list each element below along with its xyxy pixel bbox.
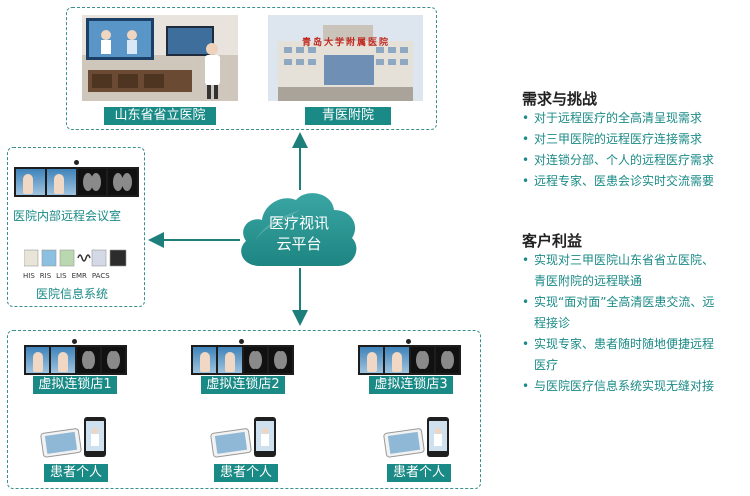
cloud-platform-line2: 云平台: [276, 235, 322, 253]
module-emr: EMR: [71, 272, 87, 280]
benefit-line: 医疗: [534, 358, 559, 372]
hospital2-photo: [268, 15, 423, 101]
camera-icon: [406, 339, 411, 344]
scan-screen: [101, 347, 125, 373]
info-system-label: 医院信息系统: [36, 287, 109, 301]
meeting-room-screens: [14, 167, 139, 197]
hospital1-photo: [82, 15, 238, 101]
challenge-item: 对于远程医疗的全高清呈现需求: [522, 108, 714, 129]
scan-screen: [108, 169, 137, 195]
benefit-line: 与医院医疗信息系统实现无缝对接: [534, 379, 715, 393]
cloud-platform-line1: 医疗视讯: [268, 214, 329, 232]
scan-screen: [410, 347, 434, 373]
hospital-group-box: [66, 7, 437, 130]
challenge-item: 远程专家、医患会诊实时交流需要: [522, 171, 714, 192]
challenge-item: 对连锁分部、个人的远程医疗需求: [522, 150, 714, 171]
store2-screens: [191, 345, 294, 375]
video-screen: [46, 169, 76, 195]
store3-label: 虚拟连锁店3: [369, 376, 453, 394]
scan-screen: [77, 169, 107, 195]
patient2-label: 患者个人: [214, 464, 278, 482]
video-screen: [385, 347, 409, 373]
benefits-title: 客户利益: [522, 232, 583, 250]
video-screen: [218, 347, 242, 373]
benefit-line: 实现专家、患者随时随地便捷远程: [534, 337, 715, 351]
hospital1-label: 山东省省立医院: [104, 107, 216, 125]
module-ris: RIS: [39, 272, 52, 280]
benefits-list: 实现对三甲医院山东省省立医院、青医附院的远程联通 实现“面对面”全高清医患交流、…: [522, 250, 714, 397]
benefit-line: 实现“面对面”全高清医患交流、远: [534, 295, 715, 309]
store2-label: 虚拟连锁店2: [201, 376, 285, 394]
store1-label: 虚拟连锁店1: [33, 376, 117, 394]
scan-screen: [435, 347, 459, 373]
info-system-module-labels: HIS RIS LIS EMR PACS: [23, 272, 115, 280]
benefit-item: 与医院医疗信息系统实现无缝对接: [522, 376, 714, 397]
hospital-internal-box: [7, 147, 145, 307]
benefit-line: 青医附院的远程联通: [534, 274, 643, 288]
module-his: HIS: [23, 272, 35, 280]
cloud-platform-icon: [241, 193, 357, 266]
video-screen: [360, 347, 384, 373]
challenges-title: 需求与挑战: [522, 90, 598, 108]
scan-screen: [268, 347, 292, 373]
video-screen: [51, 347, 75, 373]
scan-screen: [243, 347, 267, 373]
camera-icon: [72, 339, 77, 344]
scan-screen: [76, 347, 100, 373]
patient1-label: 患者个人: [44, 464, 108, 482]
patient-devices-icon: [40, 417, 106, 458]
challenge-item: 对三甲医院的远程医疗连接需求: [522, 129, 714, 150]
hospital2-label: 青医附院: [305, 107, 391, 125]
info-system-modules-icon: [24, 249, 127, 267]
benefit-line: 实现对三甲医院山东省省立医院、: [534, 253, 715, 267]
challenges-list: 对于远程医疗的全高清呈现需求 对三甲医院的远程医疗连接需求 对连锁分部、个人的远…: [522, 108, 714, 192]
store1-screens: [24, 345, 127, 375]
patient-devices-icon: [383, 417, 449, 458]
camera-icon: [239, 339, 244, 344]
meeting-room-label: 医院内部远程会议室: [13, 209, 122, 223]
video-screen: [16, 169, 45, 195]
patient-devices-icon: [210, 417, 276, 458]
camera-icon: [74, 160, 79, 165]
module-pacs: PACS: [91, 272, 110, 280]
module-lis: LIS: [56, 272, 67, 280]
patient3-label: 患者个人: [387, 464, 451, 482]
virtual-stores-box: [7, 330, 481, 489]
store3-screens: [358, 345, 461, 375]
hospital2-sign: 青岛大学附属医院: [301, 38, 390, 48]
video-screen: [193, 347, 217, 373]
benefit-line: 程接诊: [534, 316, 571, 330]
video-screen: [26, 347, 50, 373]
benefit-item: 实现对三甲医院山东省省立医院、青医附院的远程联通: [522, 250, 714, 292]
